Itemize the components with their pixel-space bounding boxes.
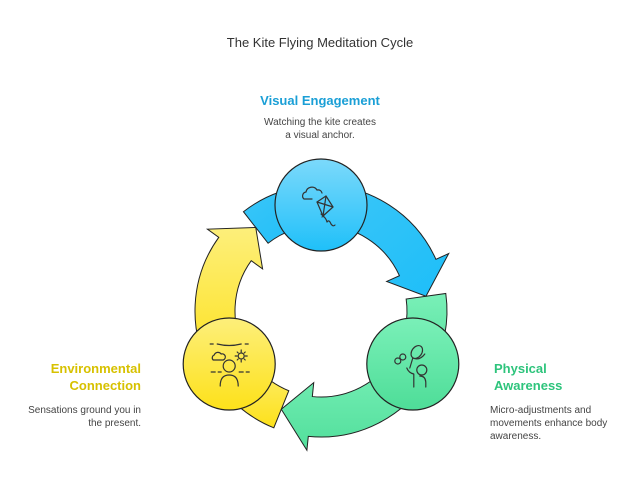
visual-engagement-title: Visual Engagement <box>260 93 380 108</box>
title-line: Connection <box>69 378 142 393</box>
physical-awareness-node-circle <box>366 317 460 411</box>
description-line: Micro-adjustments and <box>490 405 592 416</box>
visual-engagement-description: Watching the kite creates a visual ancho… <box>220 116 420 142</box>
kite-cloud-icon <box>302 186 336 227</box>
environmental-connection-node-circle <box>182 317 276 411</box>
environmental-connection-title: Environmental Connection <box>10 360 141 394</box>
visual-engagement-node <box>274 158 368 252</box>
diagram-title: The Kite Flying Meditation Cycle <box>226 35 414 50</box>
environmental-connection-description: Sensations ground you in the present. <box>10 404 141 430</box>
visual-engagement-node-circle <box>274 158 368 252</box>
person-weather-icon <box>209 343 250 387</box>
title-line: Environmental <box>50 361 141 376</box>
physical-awareness-title: Physical Awareness <box>494 360 562 394</box>
title-line: Awareness <box>494 378 563 393</box>
description-line: movements enhance body <box>490 418 608 429</box>
physical-awareness-description: Micro-adjustments and movements enhance … <box>490 404 607 443</box>
title-line: Physical <box>494 361 547 376</box>
person-kite-icon <box>394 344 428 388</box>
physical-awareness-node <box>366 317 460 411</box>
environmental-connection-node <box>182 317 276 411</box>
description-line: the present. <box>88 418 141 429</box>
cycle-nodes <box>182 158 460 411</box>
description-line: awareness. <box>490 431 542 442</box>
description-line: Sensations ground you in <box>28 405 141 416</box>
description-line: Watching the kite creates <box>264 117 376 128</box>
description-line: a visual anchor. <box>285 130 355 141</box>
